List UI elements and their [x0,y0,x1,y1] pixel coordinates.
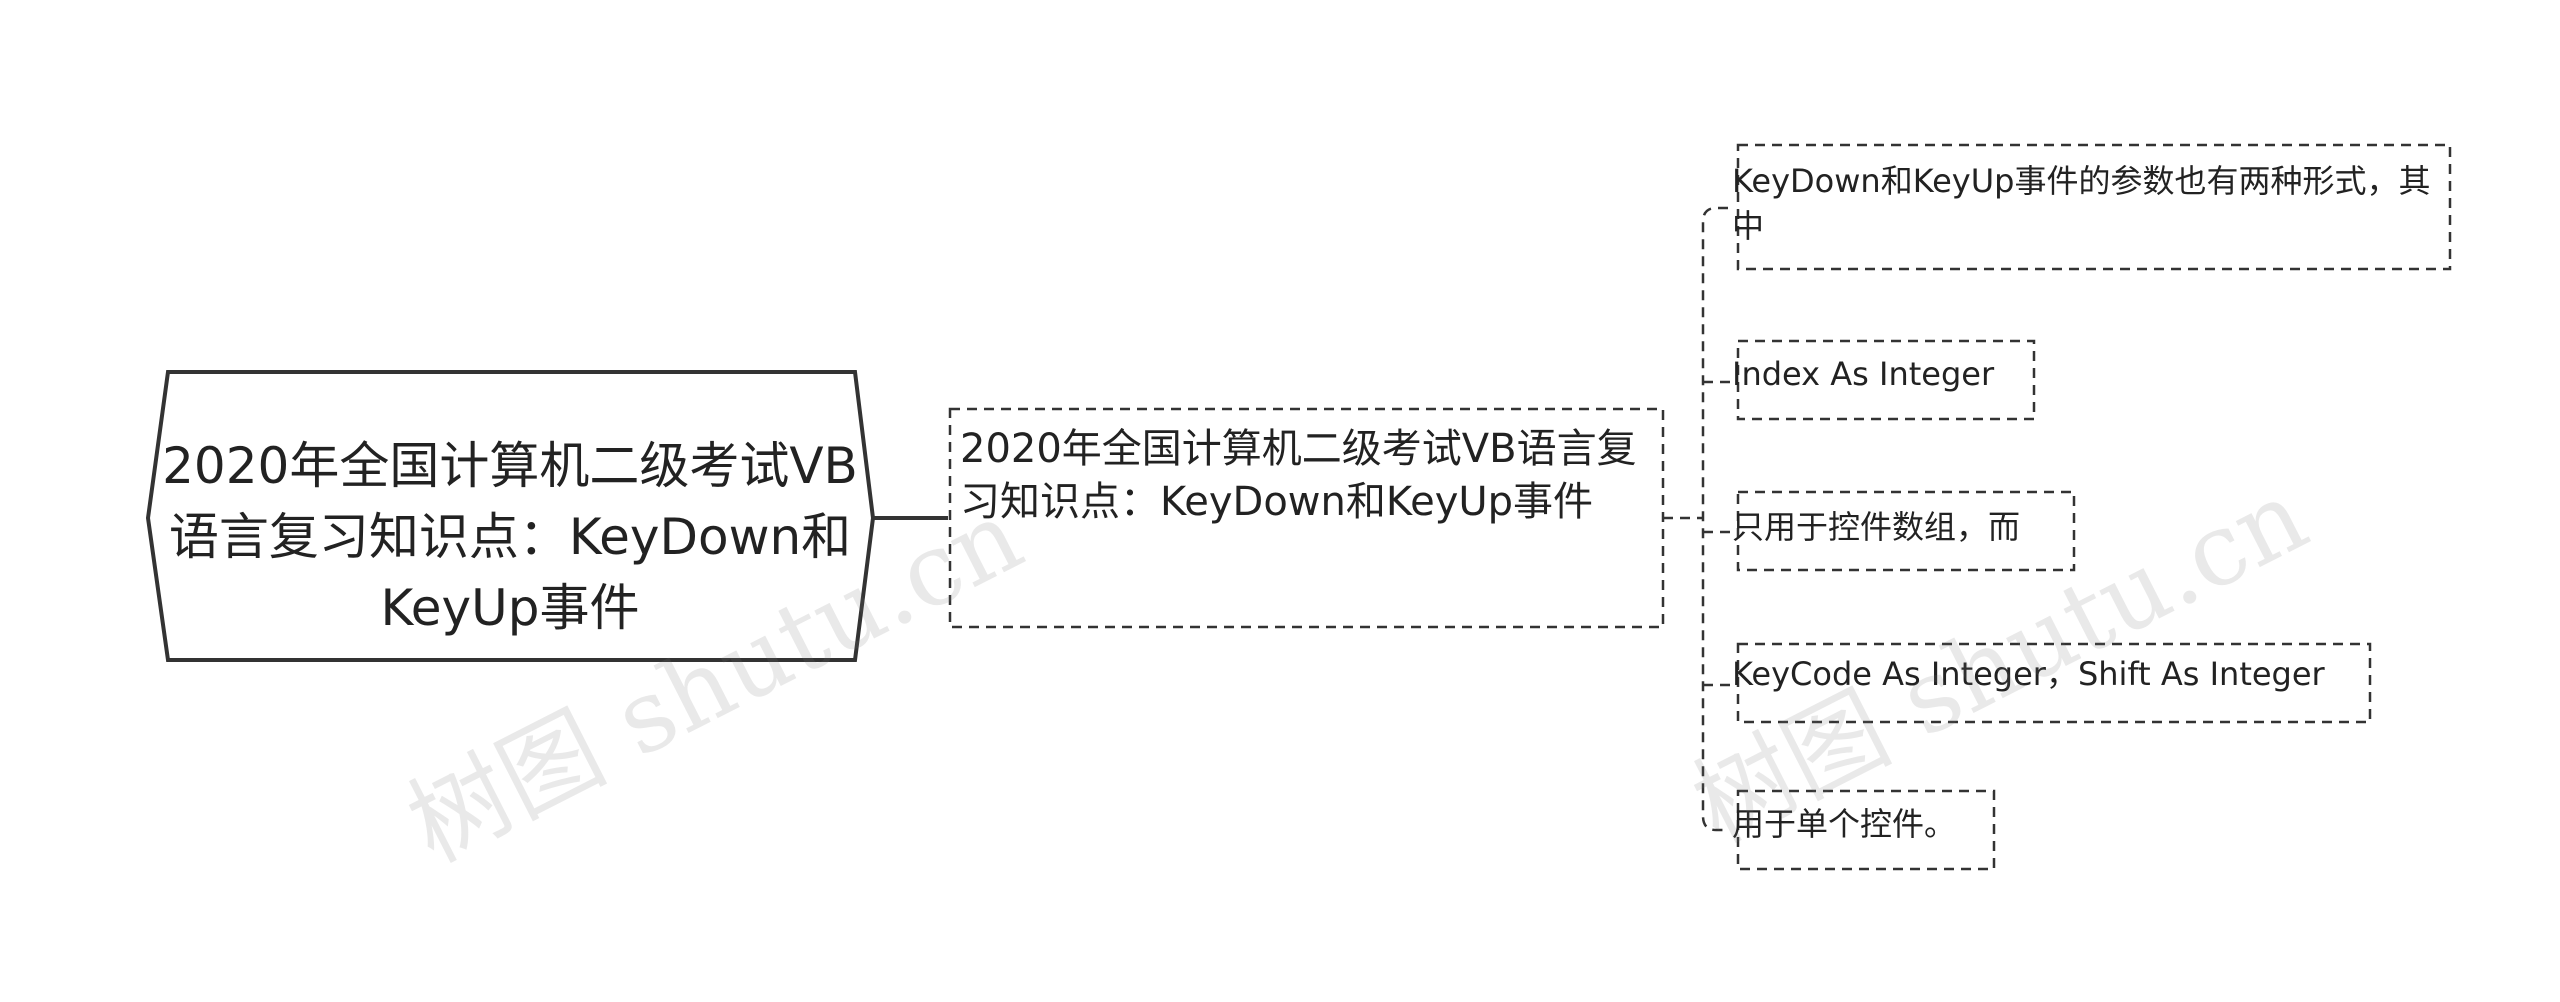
leaf-node-text-4: 用于单个控件。 [1732,805,1957,843]
leaf-node-text-3: KeyCode As Integer，Shift As Integer [1732,655,2325,693]
leaf-node-shape-2[interactable] [1736,490,2076,572]
branch-bracket [1701,206,1728,832]
root-node-text: 2020年全国计算机二级考试VB语言复习知识点：KeyDown和KeyUp事件 [162,436,858,637]
main-node-text: 2020年全国计算机二级考试VB语言复习知识点：KeyDown和KeyUp事件 [960,426,1637,525]
root-node-shape[interactable] [145,370,876,662]
leaf-node-text-1: Index As Integer [1732,355,1995,393]
leaf-node-text-0: KeyDown和KeyUp事件的参数也有两种形式，其中 [1732,162,2431,246]
leaf-node-shape-3[interactable] [1736,642,2372,724]
leaf-node-shape-4[interactable] [1736,789,1996,871]
leaf-node-text-2: 只用于控件数组，而 [1732,508,2021,546]
leaf-node-shape-0[interactable] [1736,143,2452,271]
